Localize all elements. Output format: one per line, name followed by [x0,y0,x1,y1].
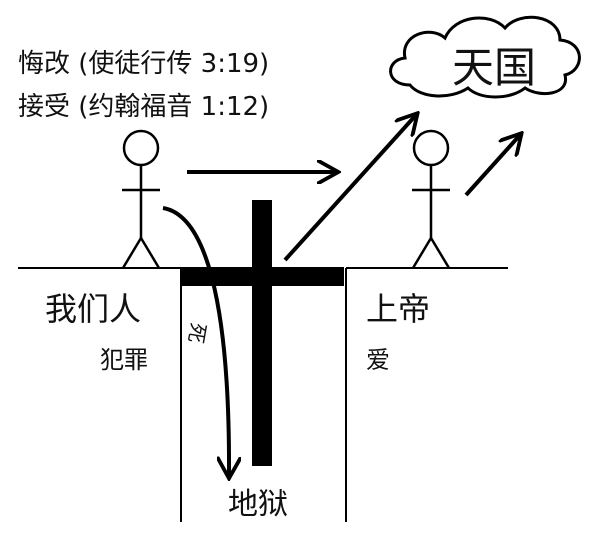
ground [18,267,508,522]
cross-icon [181,200,344,466]
death-label: 死 [184,321,211,345]
right-title: 上帝 [366,290,430,328]
verse-repent: 悔改 (使徒行传 3:19) [18,49,269,79]
arrow-god-to-heaven [464,135,520,197]
right-subtitle: 爱 [366,346,390,374]
arrow-death-to-hell [162,206,229,476]
left-title: 我们人 [45,290,141,328]
person-right-icon [411,129,451,269]
person-left-icon [121,129,161,269]
verse-receive: 接受 (约翰福音 1:12) [18,92,269,122]
arrow-cross-to-heaven [283,115,416,262]
left-subtitle: 犯罪 [100,346,148,374]
hell-label: 地狱 [228,487,288,522]
heaven-label: 天国 [452,43,536,92]
heaven-cloud [389,15,581,99]
